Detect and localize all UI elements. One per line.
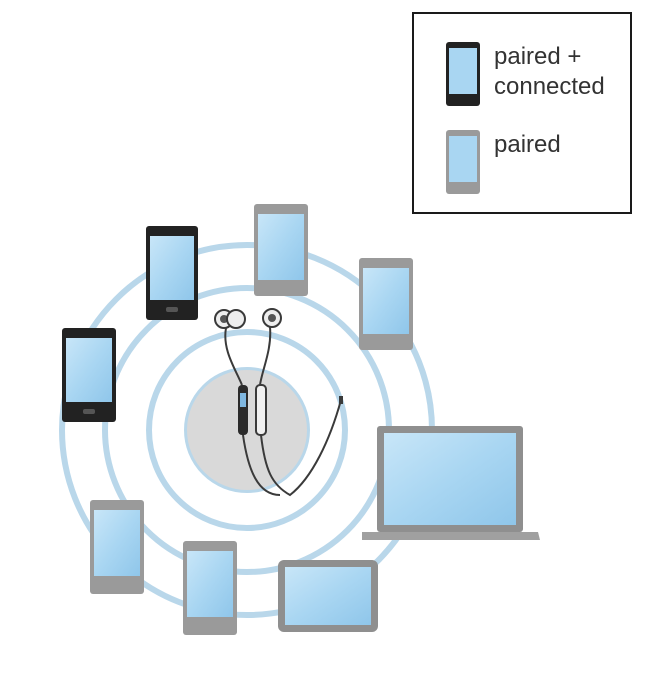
- paired-laptop-icon: [362, 426, 540, 540]
- paired-phone-icon: [90, 500, 144, 594]
- legend-label-paired: paired: [494, 131, 561, 158]
- bluetooth-earphones-icon: [214, 308, 343, 497]
- paired-phone-icon: [254, 204, 308, 296]
- gray-phone-icon: [446, 130, 480, 194]
- legend-item-paired-connected: paired + connected: [446, 42, 605, 106]
- legend-item-paired: paired: [446, 130, 561, 194]
- legend-label-paired-connected: paired + connected: [494, 43, 605, 100]
- paired-tablet-icon: [278, 560, 378, 632]
- legend-box: paired + connected paired: [412, 12, 632, 214]
- paired-phone-icon: [183, 541, 237, 635]
- paired-phone-icon: [359, 258, 413, 350]
- connected-phone-icon: [62, 328, 116, 422]
- dark-phone-icon: [446, 42, 480, 106]
- signal-ring: [146, 329, 348, 531]
- connected-phone-icon: [146, 226, 198, 320]
